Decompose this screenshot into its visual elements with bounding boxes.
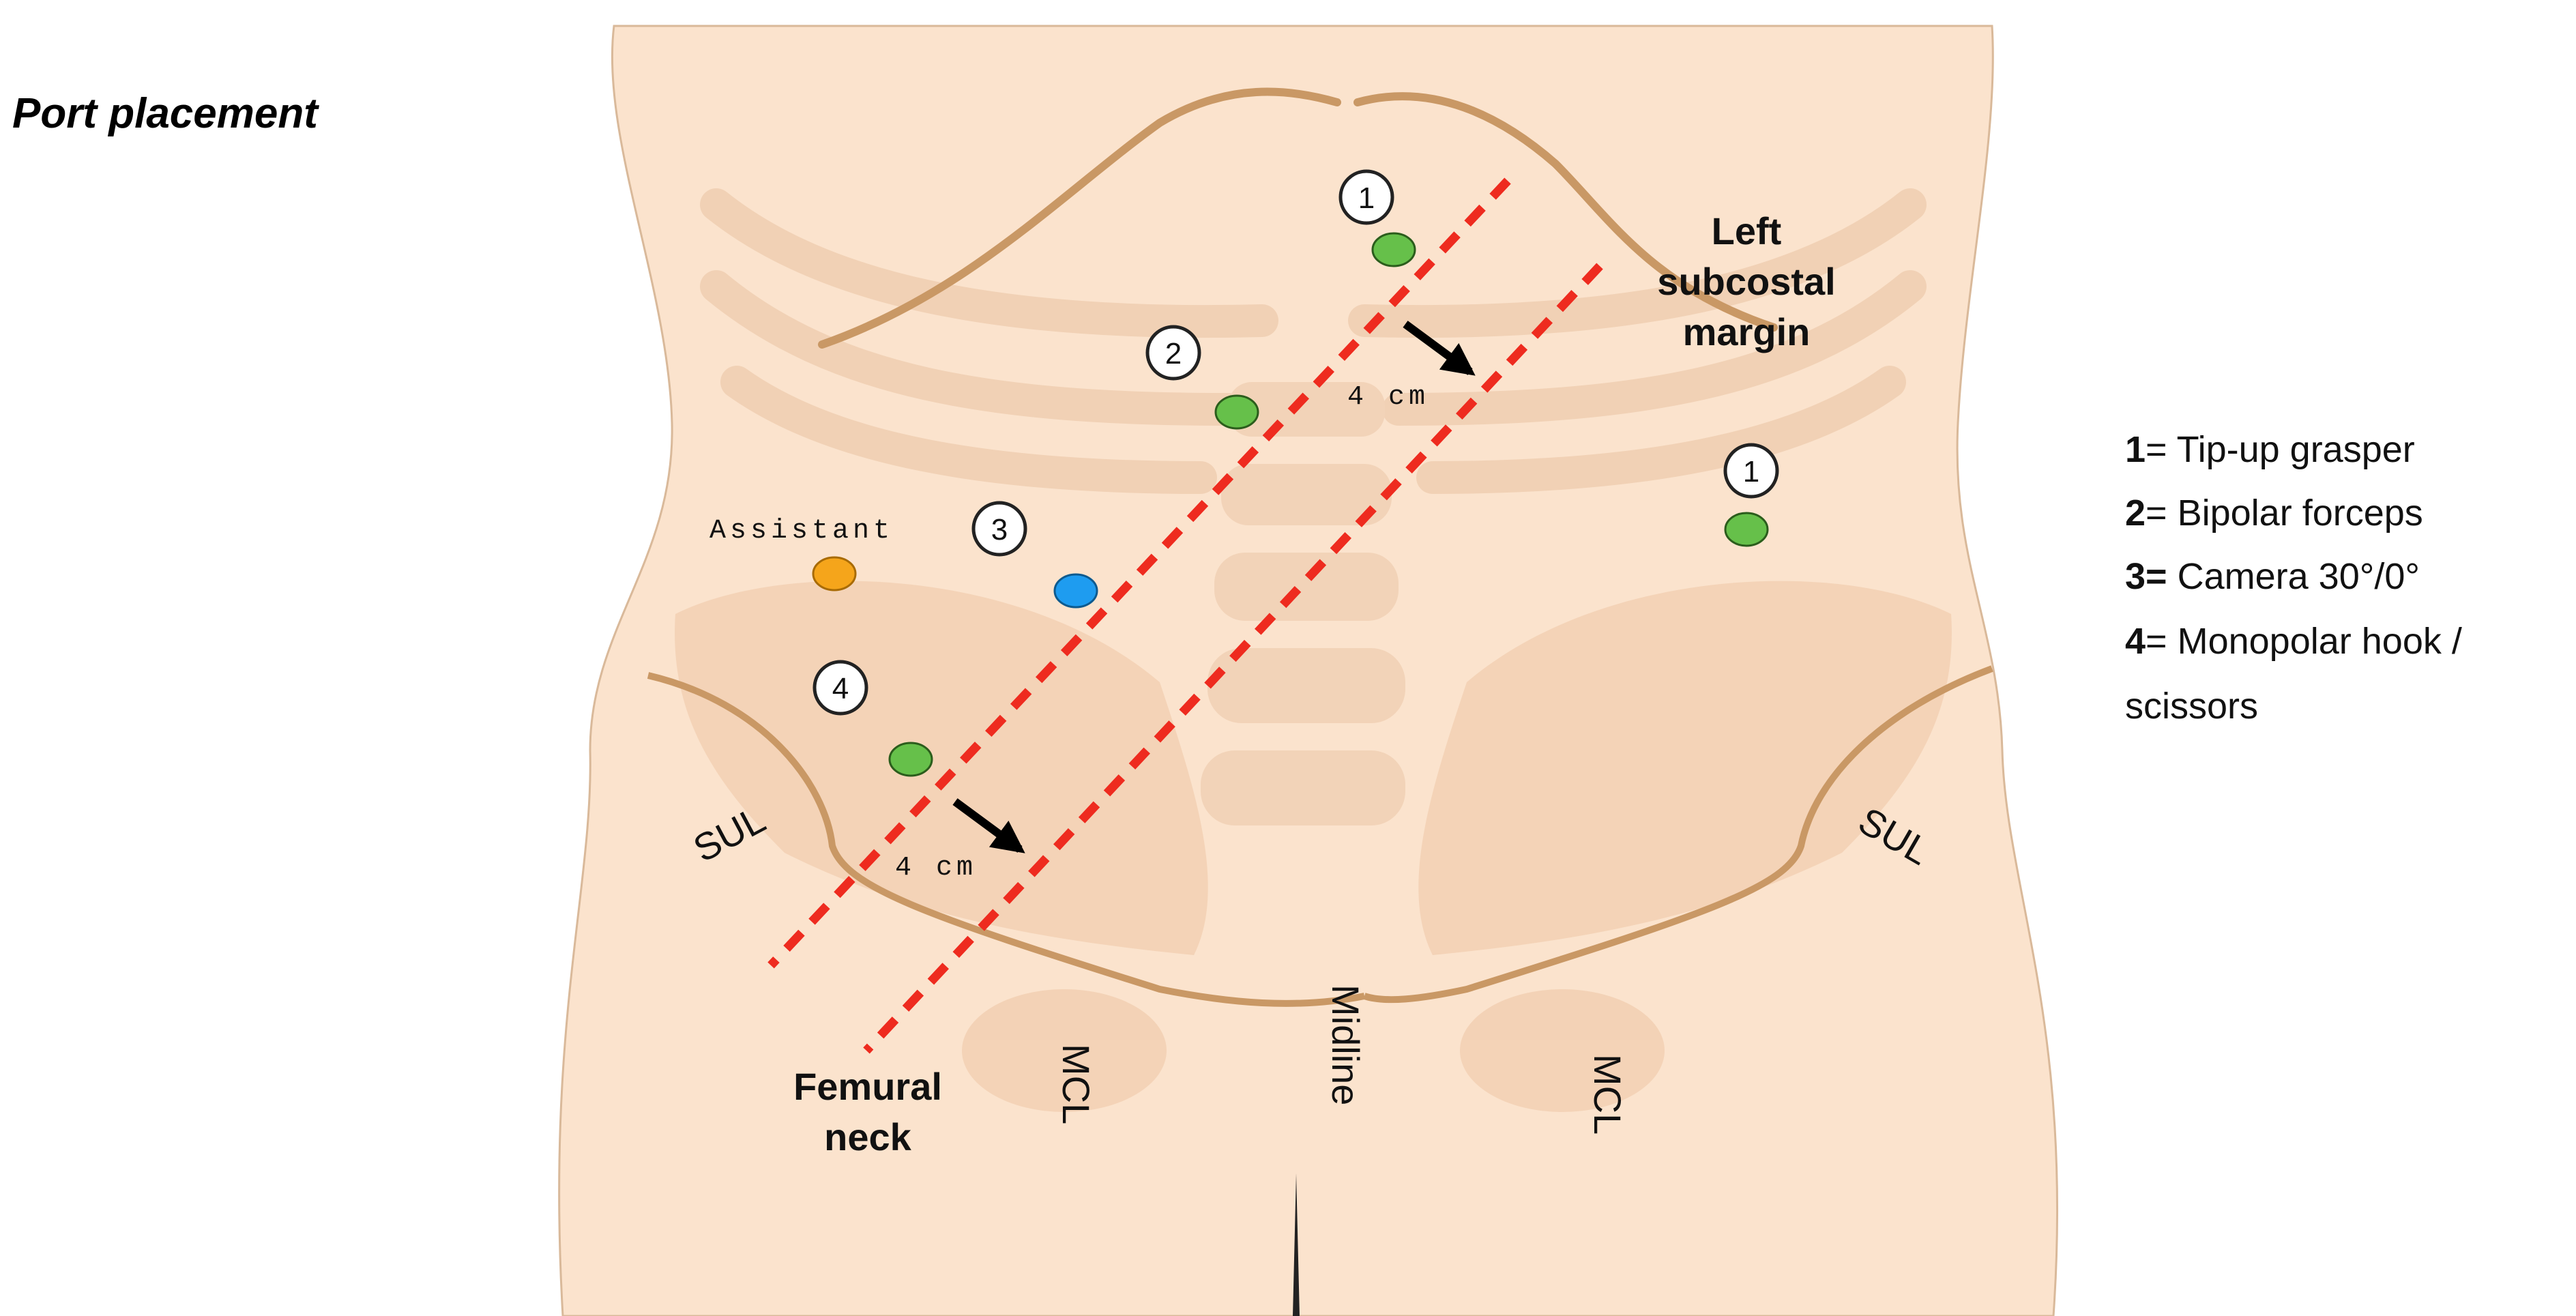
mcl-label-right: MCL bbox=[1586, 1054, 1629, 1135]
legend-item-2: 2= Bipolar forceps bbox=[2125, 493, 2423, 533]
svg-text:1: 1 bbox=[1743, 455, 1759, 488]
svg-text:4: 4 bbox=[832, 672, 849, 705]
svg-text:subcostal: subcostal bbox=[1657, 260, 1835, 303]
legend-item-4: 4= Monopolar hook / bbox=[2125, 621, 2462, 662]
figure-title: Port placement bbox=[12, 90, 319, 137]
port-dot-3-camera bbox=[1053, 573, 1098, 609]
assistant-label: Assistant bbox=[709, 516, 894, 546]
port-number-4: 4 bbox=[813, 660, 868, 716]
port-dot-4 bbox=[888, 742, 933, 777]
left-subcostal-margin-label: Left subcostal margin bbox=[1657, 209, 1835, 353]
distance-arrow-lower bbox=[952, 798, 1025, 853]
port-number-2: 2 bbox=[1145, 325, 1201, 381]
svg-text:neck: neck bbox=[824, 1115, 911, 1158]
spine bbox=[1201, 382, 1405, 825]
port-dot-1-upper bbox=[1371, 232, 1416, 267]
svg-text:margin: margin bbox=[1683, 310, 1811, 353]
port-number-3: 3 bbox=[971, 501, 1027, 557]
svg-text:3: 3 bbox=[991, 513, 1008, 546]
port-dot-assistant bbox=[812, 556, 857, 591]
right-inguinal-line bbox=[1363, 665, 1993, 1004]
dashed-line-offset bbox=[863, 263, 1603, 1054]
genital-cleft bbox=[1293, 1173, 1300, 1316]
svg-text:1: 1 bbox=[1358, 181, 1375, 215]
port-number-1-upper: 1 bbox=[1338, 169, 1394, 225]
legend-item-1: 1= Tip-up grasper bbox=[2125, 429, 2415, 470]
distance-label-lower: 4 cm bbox=[895, 853, 977, 883]
distance-label-upper: 4 cm bbox=[1347, 382, 1429, 413]
port-number-1-lateral: 1 bbox=[1723, 443, 1779, 499]
mcl-label-left: MCL bbox=[1055, 1044, 1098, 1124]
rib-cage bbox=[700, 188, 1927, 494]
legend: 1= Tip-up grasper 2= Bipolar forceps 3= … bbox=[2125, 429, 2462, 727]
svg-text:2: 2 bbox=[1165, 337, 1182, 370]
midline-label: Midline bbox=[1324, 984, 1367, 1105]
svg-text:Left: Left bbox=[1712, 209, 1782, 252]
svg-text:Femural: Femural bbox=[793, 1065, 942, 1108]
left-inguinal-line bbox=[647, 672, 1365, 1007]
pelvis bbox=[675, 581, 1952, 1112]
torso bbox=[558, 25, 2059, 1316]
femoral-neck-label: Femural neck bbox=[793, 1065, 942, 1158]
legend-item-4-cont: scissors bbox=[2125, 686, 2258, 727]
dashed-line-ports bbox=[767, 177, 1511, 969]
legend-item-3: 3= Camera 30°/0° bbox=[2125, 556, 2420, 597]
port-dot-1-lateral bbox=[1724, 512, 1769, 547]
right-costal-margin-line bbox=[1353, 92, 1778, 332]
distance-arrow-upper bbox=[1403, 321, 1476, 376]
left-subcostal-margin-line bbox=[818, 87, 1341, 349]
port-dot-2 bbox=[1214, 394, 1259, 430]
